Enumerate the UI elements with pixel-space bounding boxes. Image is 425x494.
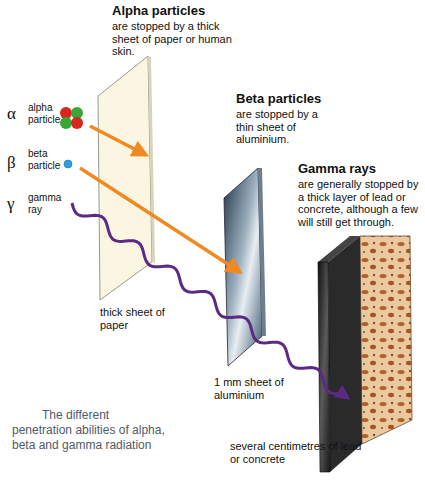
material-label: 1 mm sheet of aluminium [214,376,294,401]
symbol: γ [7,194,27,214]
material-label: several centimetres of lead or concrete [230,440,370,465]
particle-name: alpha particle [28,102,62,125]
description: are generally stopped by a thick layer o… [298,178,422,229]
beta-particle-icon [64,160,72,168]
caption: The different penetration abilities of a… [12,408,172,453]
concrete-layer [360,236,412,444]
paper-sheet [98,56,152,300]
material-label: thick sheet of paper [100,306,180,331]
description: are stopped by a thick sheet of paper or… [112,20,238,58]
gamma-arrowhead [341,393,348,398]
symbol: β [7,153,27,173]
particle-name: gamma ray [28,192,68,215]
gamma-ray-path [72,203,342,394]
aluminium-edge [258,168,266,336]
alpha-arrow [90,126,146,155]
particle-name: beta particle [28,148,62,171]
gamma-wave [72,203,348,398]
paper-edge [148,56,155,263]
description: are stopped by a thin sheet of aluminium… [236,108,336,146]
heading: Alpha particles [112,4,242,19]
alpha-particle-icon [60,107,83,129]
lead-side [328,236,362,472]
heading: Gamma rays [298,162,423,177]
symbol: α [7,104,27,124]
heading: Beta particles [236,92,356,107]
